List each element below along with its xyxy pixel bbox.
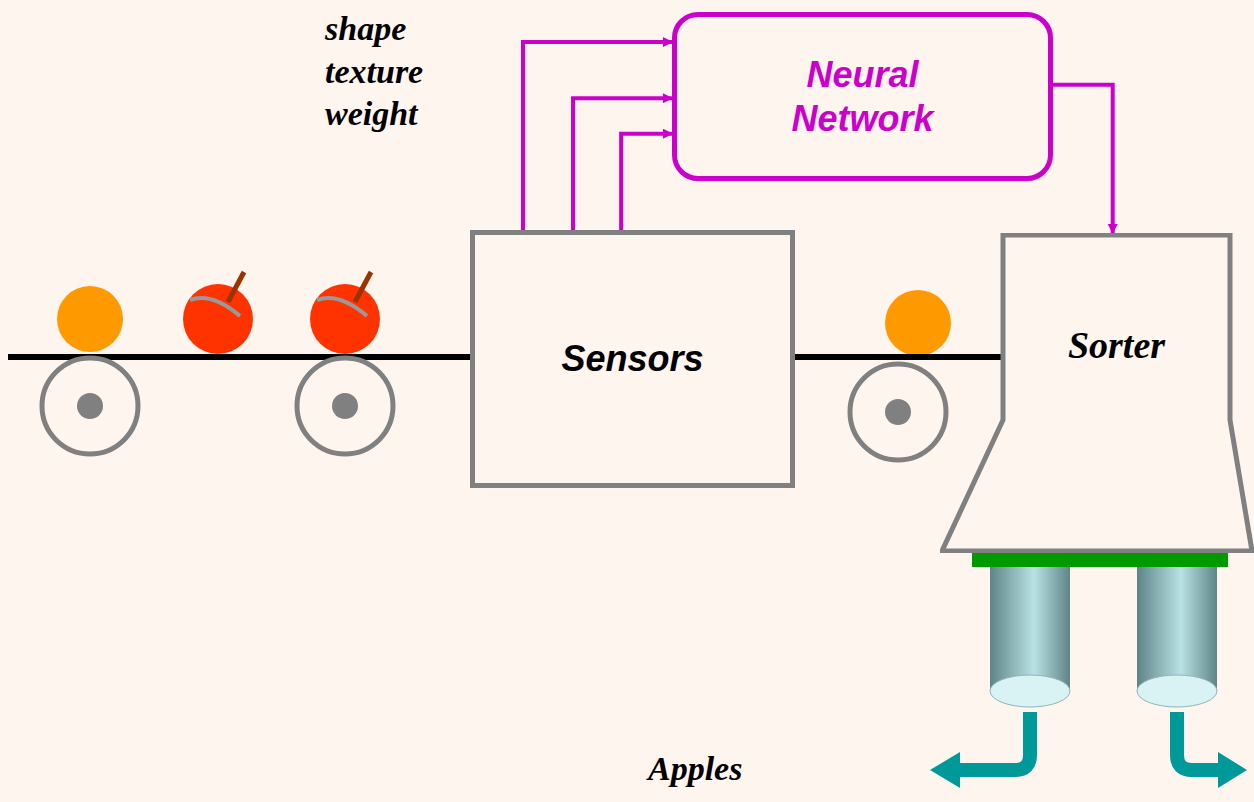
signal-label: shape — [325, 12, 406, 46]
signal-label: texture — [325, 55, 423, 89]
neural-network-box: Neural Network — [672, 12, 1053, 181]
orange — [885, 290, 951, 356]
node-text: Sensors — [561, 338, 703, 380]
output-label: Apples — [648, 752, 742, 786]
signal-arrow — [621, 134, 672, 230]
apple — [310, 272, 380, 354]
conveyor-belt — [795, 354, 1003, 360]
orange — [57, 286, 123, 352]
node-text: Sorter — [1003, 323, 1230, 367]
signal-arrow — [523, 42, 672, 230]
sorter-outline — [940, 233, 1254, 553]
node-text: Neural Network — [763, 53, 963, 139]
output-arrows — [930, 712, 1247, 788]
chutes — [990, 567, 1217, 707]
sorter-funnel: Sorter — [940, 233, 1254, 553]
apple — [183, 272, 253, 354]
sorter-plate — [972, 551, 1228, 567]
signal-label: weight — [325, 97, 418, 131]
sensors-box: Sensors — [470, 230, 795, 488]
signal-arrow — [1053, 85, 1113, 233]
signal-arrow — [573, 98, 672, 230]
